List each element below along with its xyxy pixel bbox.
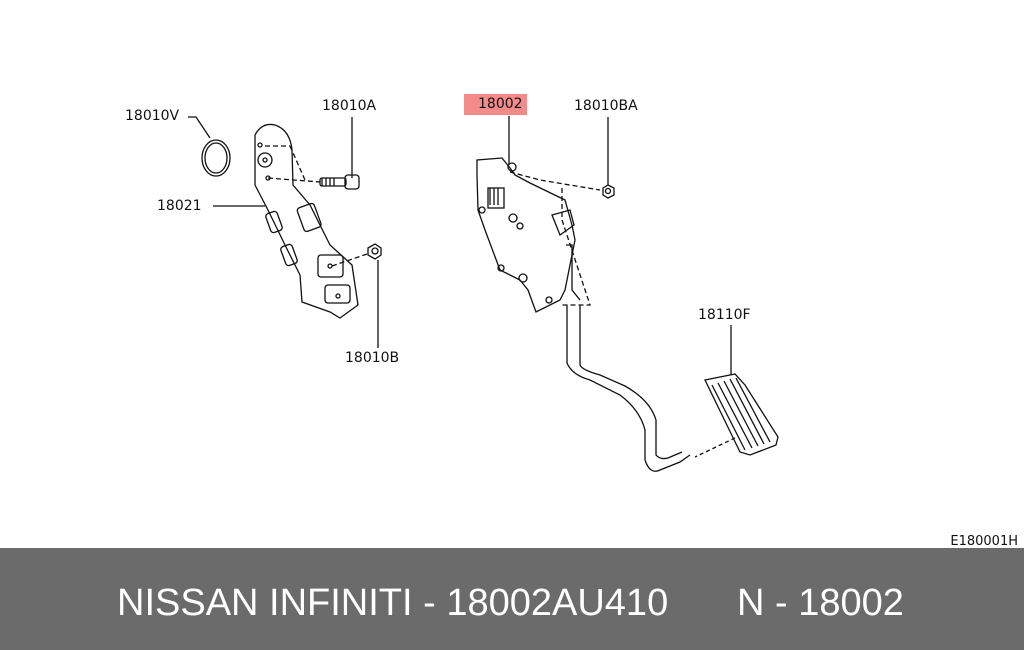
footer-bar: NISSAN INFINITI - 18002AU410 N - 18002 bbox=[0, 548, 1024, 650]
label-bracket: 18021 bbox=[157, 198, 202, 214]
pedal-pad bbox=[694, 373, 779, 458]
nut-b bbox=[367, 243, 382, 260]
pedal-arm bbox=[566, 305, 691, 472]
nut-ba bbox=[602, 184, 615, 199]
label-pedal-pad: 18110F bbox=[698, 307, 751, 323]
label-bolt: 18010A bbox=[322, 98, 377, 114]
bracket bbox=[254, 123, 371, 319]
label-seal: 18010V bbox=[125, 108, 180, 124]
leader-lines bbox=[188, 116, 732, 375]
label-nut-ba: 18010BA bbox=[574, 98, 638, 114]
diagram-code: E180001H bbox=[950, 534, 1018, 549]
bolt bbox=[319, 174, 360, 190]
parts-diagram bbox=[188, 116, 779, 472]
label-nut-b: 18010B bbox=[345, 350, 400, 366]
pedal-assembly bbox=[476, 157, 601, 313]
footer-part-number: NISSAN INFINITI - 18002AU410 bbox=[117, 582, 669, 624]
label-pedal-assembly-highlighted[interactable]: 18002 bbox=[464, 94, 527, 115]
footer-reference: N - 18002 bbox=[737, 582, 904, 624]
seal-ring bbox=[201, 139, 231, 177]
